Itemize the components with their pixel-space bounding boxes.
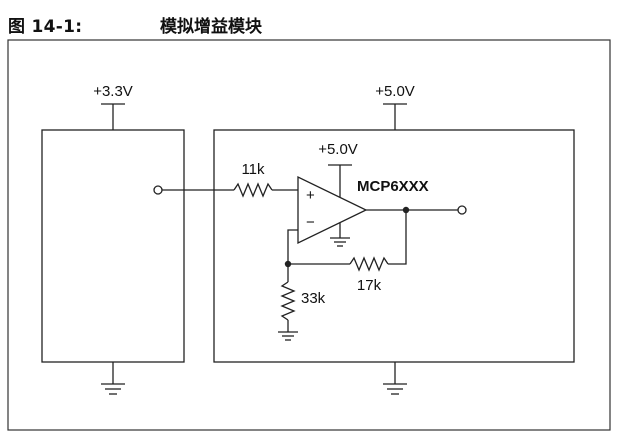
- opamp: + − +5.0V MCP6XXX: [297, 141, 429, 247]
- inv-input-wire: [287, 229, 298, 264]
- left-ground-icon: [101, 362, 125, 395]
- feedback-resistor-label: 17k: [357, 277, 382, 294]
- output-terminal-icon: [457, 205, 467, 215]
- resistor-ground-icon: [278, 320, 298, 341]
- left-supply-label: +3.3V: [93, 83, 133, 100]
- opamp-triangle-icon: [297, 175, 368, 245]
- feedback-resistor-icon: [349, 256, 389, 272]
- opamp-inv-sign: −: [306, 214, 315, 231]
- figure-label: 图 14-1:: [8, 17, 83, 37]
- figure-title: 模拟增益模块: [160, 17, 262, 37]
- input-terminal-icon: [153, 185, 163, 195]
- opamp-ground-icon: [330, 223, 350, 247]
- ground-resistor-label: 33k: [301, 290, 326, 307]
- feedback-wire-right: [388, 210, 407, 265]
- ground-resistor-icon: [280, 281, 296, 321]
- input-resistor-icon: [233, 182, 273, 198]
- left-module-box: [41, 129, 185, 363]
- left-module: +3.3V: [41, 83, 185, 395]
- right-ground-icon: [383, 362, 407, 395]
- opamp-noninv-sign: +: [306, 187, 315, 204]
- right-supply-label: +5.0V: [375, 83, 415, 100]
- right-module: +5.0V: [213, 83, 575, 395]
- figure-frame: [7, 39, 611, 431]
- right-module-box: [213, 129, 575, 363]
- figure-header: 图 14-1: 模拟增益模块: [8, 8, 608, 37]
- opamp-supply-label: +5.0V: [318, 141, 358, 158]
- input-resistor-label: 11k: [241, 161, 265, 178]
- opamp-part-label: MCP6XXX: [357, 178, 429, 195]
